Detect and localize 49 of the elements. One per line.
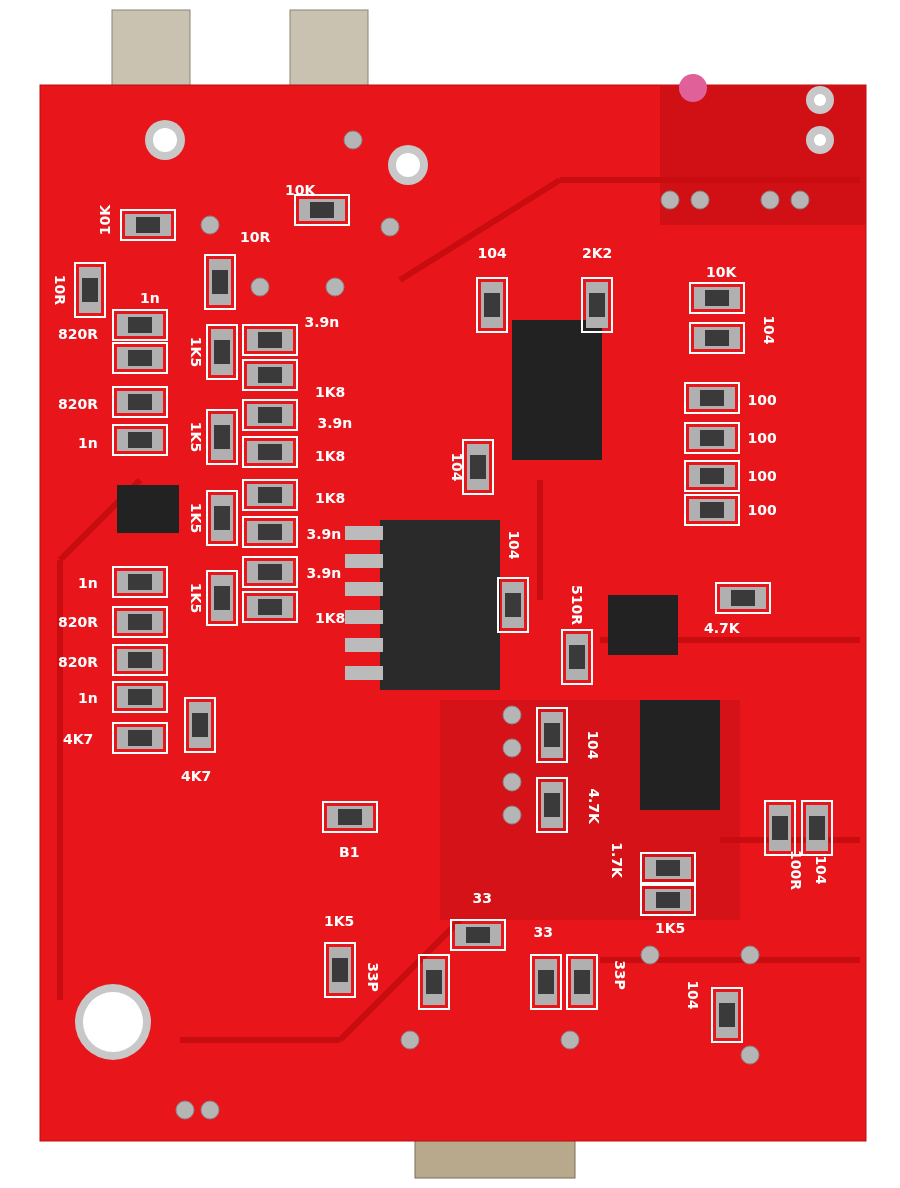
- silkscreen-label: 1K8: [315, 384, 346, 400]
- silkscreen-label: 104: [505, 530, 522, 560]
- silkscreen-label: 1.7K: [608, 842, 625, 878]
- silkscreen-label: 33: [533, 924, 553, 940]
- silkscreen-label: 1K8: [315, 448, 346, 464]
- silkscreen-label: 3.9n: [317, 415, 353, 431]
- silkscreen-label: 4.7K: [704, 620, 740, 636]
- silkscreen-label: 820R: [58, 396, 98, 412]
- silkscreen-label: 10K: [706, 264, 737, 280]
- silkscreen-label: 1n: [140, 290, 160, 306]
- silkscreen-label: 2K2: [582, 245, 613, 261]
- silkscreen-label: 100: [747, 430, 777, 446]
- silkscreen-label: 820R: [58, 326, 98, 342]
- silkscreen-label: 100: [747, 468, 777, 484]
- silkscreen-label: 1K5: [188, 582, 205, 614]
- silkscreen-label: 104: [584, 730, 601, 760]
- silkscreen-label: 820R: [58, 654, 98, 670]
- silkscreen-label: 104: [477, 245, 507, 261]
- silkscreen-label: 1K8: [315, 610, 346, 626]
- silkscreen-label: 104: [760, 315, 777, 345]
- silkscreen-label: B1: [339, 844, 360, 860]
- silkscreen-label: 100: [747, 392, 777, 408]
- silkscreen-label: 1K5: [324, 913, 355, 929]
- silkscreen-label: 1n: [78, 575, 98, 591]
- silkscreen-label: 100: [747, 502, 777, 518]
- silkscreen-label: 3.9n: [306, 526, 342, 542]
- silkscreen-label: 4K7: [63, 731, 94, 747]
- silkscreen-label: 33: [472, 890, 492, 906]
- silkscreen-label: 1n: [78, 690, 98, 706]
- silkscreen-label: 10K: [97, 204, 114, 236]
- silkscreen-label: 104: [812, 855, 829, 885]
- silkscreen-label: 10R: [240, 229, 271, 245]
- silkscreen-label: 1K5: [188, 502, 205, 534]
- silkscreen-label: 104: [684, 980, 701, 1010]
- silkscreen-label: 10R: [52, 274, 69, 306]
- silkscreen-label: 3.9n: [304, 314, 340, 330]
- silkscreen-label: 104: [448, 452, 465, 482]
- silkscreen-label: 3.9n: [306, 565, 342, 581]
- silkscreen-label: 1K5: [655, 920, 686, 936]
- silkscreen-label: 1K5: [188, 336, 205, 368]
- silkscreen-label: 510R: [569, 585, 585, 625]
- silkscreen-label: 4K7: [181, 768, 212, 784]
- silkscreen-label: 1K5: [188, 421, 205, 453]
- silkscreen-label: 4.7K: [585, 788, 602, 824]
- silkscreen-label: 1K8: [315, 490, 346, 506]
- silkscreen-label: 33P: [611, 960, 628, 990]
- silkscreen-label: 820R: [58, 614, 98, 630]
- silkscreen-label: 33P: [364, 962, 381, 992]
- silkscreen-label: 1n: [78, 435, 98, 451]
